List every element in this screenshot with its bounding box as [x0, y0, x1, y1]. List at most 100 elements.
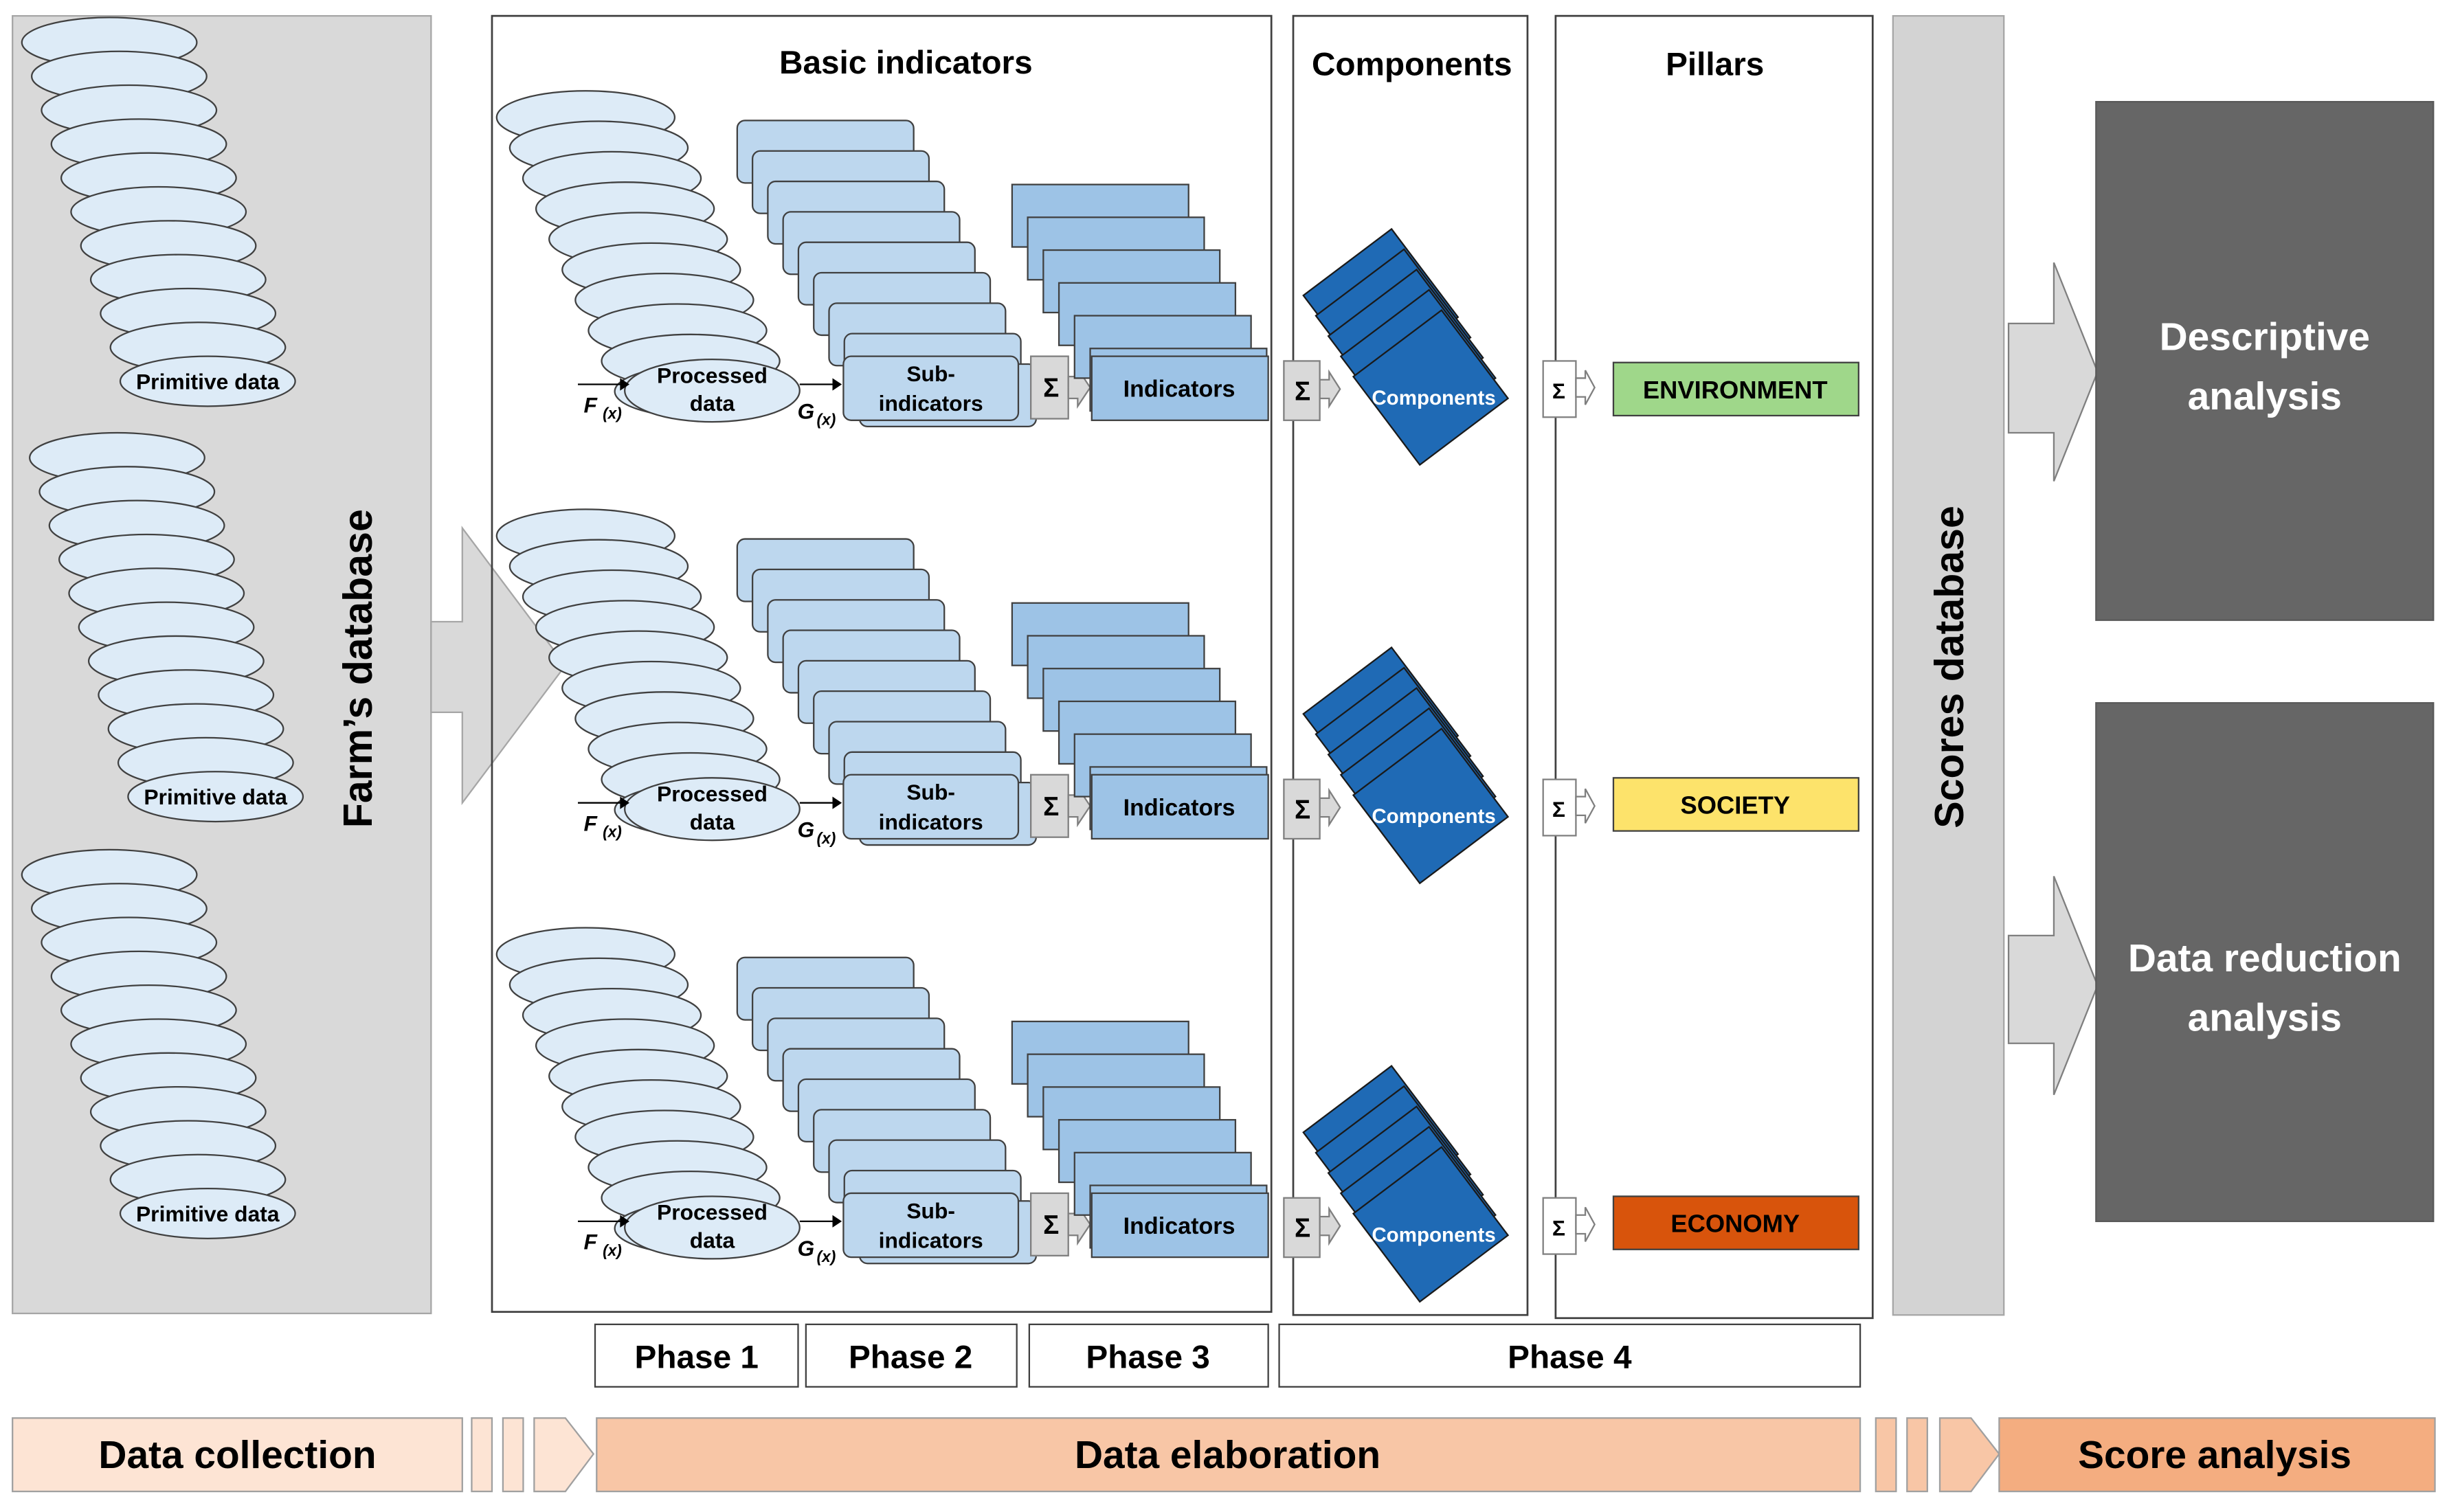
basic-indicators-heading: Basic indicators: [779, 45, 1033, 81]
primitive-data-stack: Primitive data: [21, 848, 296, 1239]
phase-4-label: Phase 4: [1508, 1339, 1632, 1375]
basic-indicators-frame: [491, 14, 1273, 1313]
indicator-card: [1091, 774, 1269, 840]
data-reduction-analysis-line1: Data reduction: [2128, 937, 2402, 980]
phase-4-box: [1278, 1323, 1861, 1388]
sigma-icon: Σ: [1295, 795, 1310, 824]
descriptive-analysis-box: [2095, 100, 2435, 621]
phase-2-label: Phase 2: [849, 1339, 972, 1375]
component-diamond: [1352, 727, 1510, 885]
sigma-icon: Σ: [1295, 1214, 1310, 1243]
f-function-arrowhead: [620, 796, 630, 809]
sigma-icon: Σ: [1043, 374, 1059, 403]
descriptive-analysis-arrow: [2007, 262, 2099, 482]
sub-indicators-label: Sub-: [906, 1198, 955, 1223]
indicators-label: Indicators: [1123, 795, 1235, 821]
primitive-data-label: Primitive data: [136, 1201, 280, 1226]
components-label: Components: [1372, 1223, 1495, 1246]
phase-3-label: Phase 3: [1086, 1339, 1209, 1375]
stage-chevron-1: [533, 1417, 595, 1493]
indicator-card: [1091, 1192, 1269, 1259]
g-function-arrowhead: [832, 1215, 842, 1228]
f-function-label: F: [583, 1230, 598, 1254]
sum-box: [1283, 360, 1321, 421]
pillars-frame: [1554, 14, 1874, 1320]
data-reduction-analysis-line2: analysis: [2188, 997, 2342, 1040]
sub-indicators-label: Sub-: [906, 780, 955, 804]
primitive-data-ellipse: [127, 771, 304, 823]
processed-data-ellipse: [624, 1195, 801, 1260]
primitive-data-label: Primitive data: [144, 785, 287, 809]
sigma-icon: Σ: [1552, 797, 1565, 822]
f-function-subscript: (x): [603, 405, 622, 422]
f-function-subscript: (x): [603, 823, 622, 841]
processed-data-label: Processed: [657, 781, 768, 806]
sum-arrow: [1575, 788, 1596, 824]
processed-data-label: Processed: [657, 363, 768, 387]
pillar-label: ENVIRONMENT: [1643, 376, 1828, 404]
f-function-subscript: (x): [603, 1241, 622, 1259]
sum-arrow: [1575, 370, 1596, 405]
primitive-data-stack: Primitive data: [29, 431, 304, 823]
pillar-label: SOCIETY: [1680, 791, 1790, 820]
f-function-label: F: [583, 392, 598, 417]
phase-1-box: [594, 1323, 799, 1388]
component-diamond: [1352, 308, 1510, 466]
f-function-arrowhead: [620, 1215, 630, 1228]
pillar-box-environment: [1612, 361, 1859, 417]
g-function-subscript: (x): [817, 829, 836, 847]
phase-2-box: [805, 1323, 1018, 1388]
g-function-arrowhead: [832, 796, 842, 809]
stage-separator-2: [502, 1417, 524, 1493]
g-function-label: G: [797, 1236, 814, 1261]
g-function-subscript: (x): [817, 411, 836, 429]
descriptive-analysis-line2: analysis: [2188, 375, 2342, 418]
sum-box: [1283, 1197, 1321, 1259]
pillar-box-economy: [1612, 1195, 1859, 1250]
phase-1-label: Phase 1: [635, 1339, 759, 1375]
data-elaboration-label: Data elaboration: [1075, 1434, 1380, 1477]
sub-indicators-label: indicators: [879, 391, 983, 416]
sub-indicator-card: [842, 1192, 1020, 1259]
sigma-icon: Σ: [1552, 1215, 1565, 1240]
farm-database-label: Farm’s database: [335, 509, 381, 828]
primitive-data-stack: Primitive data: [21, 16, 296, 407]
stage-separator-4: [1906, 1417, 1928, 1493]
components-frame: [1292, 14, 1529, 1316]
g-function-label: G: [797, 817, 814, 842]
processed-data-label: data: [690, 1228, 735, 1252]
sum-box: [1030, 774, 1069, 838]
primitive-data-label: Primitive data: [136, 369, 280, 394]
sum-box: [1542, 1197, 1577, 1255]
data-collection-label: Data collection: [98, 1434, 376, 1477]
sum-arrow: [1319, 1206, 1341, 1246]
indicators-label: Indicators: [1123, 1213, 1235, 1239]
g-function-arrowhead: [832, 378, 842, 391]
sub-indicator-card: [842, 355, 1020, 421]
processed-data-label: data: [690, 809, 735, 834]
g-function-subscript: (x): [817, 1248, 836, 1265]
stage-separator-1: [471, 1417, 493, 1493]
sub-indicators-label: indicators: [879, 1228, 983, 1252]
stage-chevron-2: [1938, 1417, 2000, 1493]
scores-database-panel: [1892, 14, 2005, 1316]
sigma-icon: Σ: [1295, 376, 1310, 406]
descriptive-analysis-line1: Descriptive: [2160, 316, 2370, 359]
sigma-icon: Σ: [1043, 1210, 1059, 1240]
component-diamond: [1352, 1146, 1510, 1303]
sum-arrow: [1575, 1206, 1596, 1242]
processed-data-label: data: [690, 391, 735, 416]
components-label: Components: [1372, 805, 1495, 828]
indicator-card: [1091, 355, 1269, 421]
data-collection-stage: [12, 1417, 463, 1493]
f-function-label: F: [583, 811, 598, 836]
components-heading: Components: [1312, 46, 1512, 82]
phase-3-box: [1028, 1323, 1269, 1388]
scores-database-label: Scores database: [1927, 506, 1972, 828]
data-reduction-arrow: [2007, 876, 2099, 1096]
